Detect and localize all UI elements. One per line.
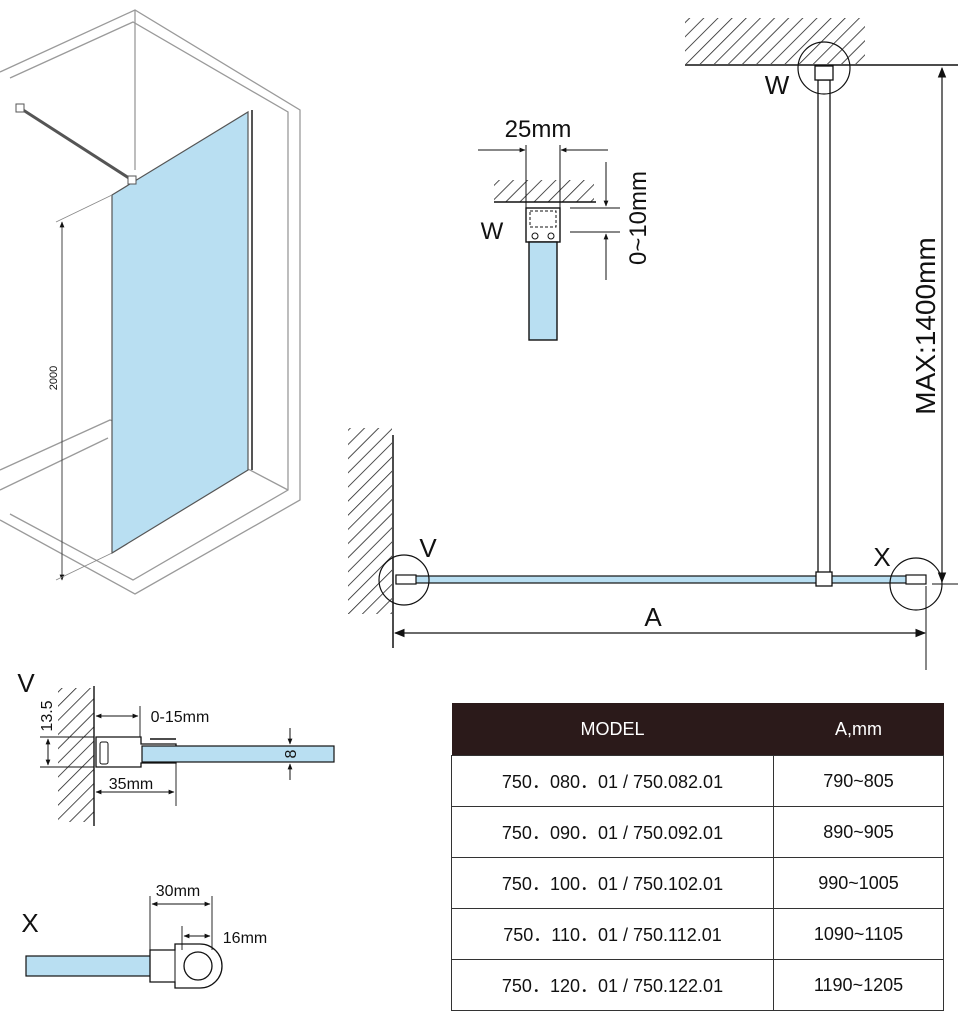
detail-v-wall-hatch — [58, 688, 94, 822]
plan-glass — [395, 575, 925, 584]
cell-range: 990~1005 — [773, 857, 944, 909]
plan-view: W V X MAX:1400mm A — [348, 18, 958, 670]
iso-glass-panel: 2000 — [15, 103, 253, 581]
cell-range: 790~805 — [773, 755, 944, 807]
cell-range: 1190~1205 — [773, 959, 944, 1011]
iso-room-outline — [0, 9, 301, 595]
span-dimension-label: A — [644, 602, 662, 632]
iso-bar-clamp — [127, 175, 137, 185]
cell-model: 750．110．01 / 750.112.01 — [451, 908, 774, 960]
iso-room-inner — [9, 21, 289, 581]
cell-model: 750．080．01 / 750.082.01 — [451, 755, 774, 807]
cell-model: 750．100．01 / 750.102.01 — [451, 857, 774, 909]
detail-v: V 13.5 0-15mm 35mm 8 — [17, 668, 335, 826]
detail-v-dim-gap: 0-15mm — [151, 709, 210, 726]
table-header-row: MODEL A,mm — [451, 703, 944, 756]
detail-v-glass — [141, 745, 335, 763]
detail-x: X 30mm 16mm — [21, 883, 267, 989]
bracket-screw-left — [531, 232, 539, 240]
ceiling-bracket-slot — [529, 210, 557, 228]
detail-x-rod-section — [183, 951, 213, 981]
cell-range: 890~905 — [773, 806, 944, 858]
detail-v-dim-8: 8 — [283, 749, 300, 758]
cell-range: 1090~1105 — [773, 908, 944, 960]
detail-x-marker: X — [21, 908, 38, 938]
iso-height-label: 2000 — [48, 366, 60, 390]
plan-end-profile — [905, 574, 927, 585]
plan-marker-v: V — [419, 533, 437, 563]
iso-ext-line-top — [55, 194, 113, 223]
detail-v-dim-35: 35mm — [109, 776, 153, 793]
ceiling-detail: 25mm 0~10mm W — [478, 116, 652, 341]
ceiling-detail-marker: W — [481, 218, 504, 245]
table-row: 750．100．01 / 750.102.01 990~1005 — [451, 857, 944, 909]
detail-v-dim-13-5: 13.5 — [39, 700, 56, 731]
table-row: 750．120．01 / 750.122.01 1190~1205 — [451, 959, 944, 1011]
iso-ext-line-bottom — [55, 552, 113, 581]
detail-x-dim-30: 30mm — [156, 883, 200, 900]
ceiling-width-label: 25mm — [505, 116, 572, 143]
detail-v-profile-slot — [99, 741, 109, 765]
table-row: 750．080．01 / 750.082.01 790~805 — [451, 755, 944, 807]
header-a-mm: A,mm — [773, 703, 944, 756]
ceiling-hatch — [494, 180, 594, 202]
ceiling-gap-label: 0~10mm — [625, 171, 652, 265]
ceiling-rod — [528, 241, 558, 341]
plan-circle-w — [797, 41, 851, 95]
header-model: MODEL — [451, 703, 774, 756]
iso-glass — [111, 110, 249, 555]
model-table: MODEL A,mm 750．080．01 / 750.082.01 790~8… — [451, 703, 944, 1011]
plan-vertical-rod — [817, 79, 831, 575]
plan-rod-top-bracket — [814, 65, 834, 81]
iso-bar-bracket — [15, 103, 25, 113]
plan-circle-v — [378, 554, 430, 606]
iso-floor-line-2 — [0, 437, 109, 491]
plan-wall-hatch — [348, 428, 392, 614]
max-dimension-label: MAX:1400mm — [910, 237, 941, 414]
iso-support-bar — [19, 106, 133, 182]
plan-marker-x: X — [873, 542, 890, 572]
plan-wall-profile — [395, 574, 417, 585]
plan-ceiling-hatch — [685, 18, 865, 64]
cell-model: 750．120．01 / 750.122.01 — [451, 959, 774, 1011]
plan-marker-w: W — [765, 70, 790, 100]
table-row: 750．110．01 / 750.112.01 1090~1105 — [451, 908, 944, 960]
bracket-screw-right — [547, 232, 555, 240]
detail-v-marker: V — [17, 668, 35, 698]
cell-model: 750．090．01 / 750.092.01 — [451, 806, 774, 858]
table-row: 750．090．01 / 750.092.01 890~905 — [451, 806, 944, 858]
isometric-view — [0, 9, 301, 595]
ceiling-bracket — [525, 207, 561, 243]
plan-rod-clamp — [815, 571, 833, 587]
detail-x-dim-16: 16mm — [223, 930, 267, 947]
